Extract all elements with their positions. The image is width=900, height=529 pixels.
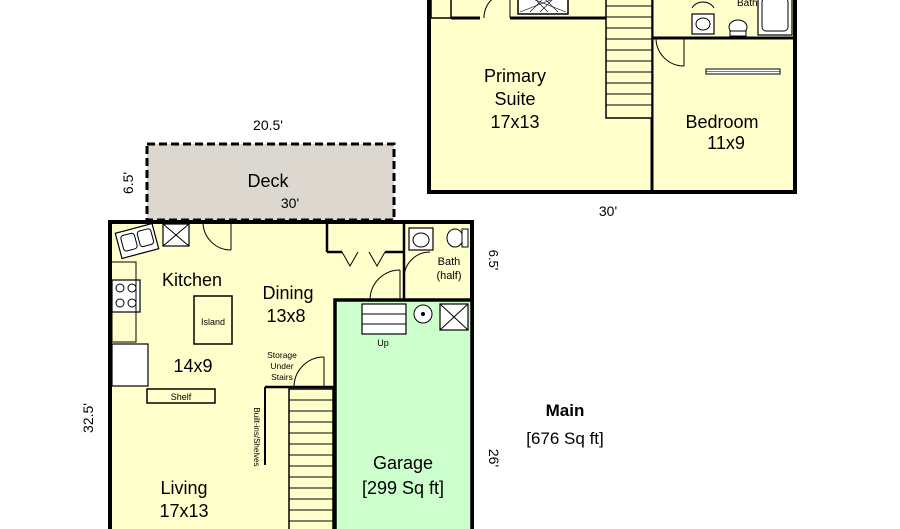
bath-side-dimension: 6.5' <box>486 250 501 271</box>
island-label: Island <box>201 317 225 327</box>
shelf-label: Shelf <box>171 392 192 402</box>
upper-width-dimension: 30' <box>599 203 617 219</box>
half-bath-toilet-icon <box>446 228 464 248</box>
main-stairs <box>288 388 334 529</box>
deck-depth-dimension: 6.5' <box>120 172 136 194</box>
garage <box>333 298 474 529</box>
kitchen-label: Kitchen <box>162 270 222 290</box>
storage-door <box>293 356 325 388</box>
garage-side-dimension: 26' <box>486 449 502 467</box>
shelf <box>146 388 216 404</box>
upper-bath-label: Bath <box>737 0 758 9</box>
deck-width-dimension: 20.5' <box>253 117 283 133</box>
stove-icon <box>111 279 141 313</box>
garage-area: [299 Sq ft] <box>362 478 444 498</box>
storage-label-3: Stairs <box>271 372 293 382</box>
deck-inner-dimension: 30' <box>281 195 299 211</box>
bathtub-icon <box>757 0 793 36</box>
dining-size: 13x8 <box>266 306 305 326</box>
garage-entry-door <box>369 269 401 301</box>
bedroom-size: 11x9 <box>707 133 745 153</box>
floor-title: Main <box>546 401 585 420</box>
floor-area: [676 Sq ft] <box>526 429 604 448</box>
primary-suite-label-1: Primary <box>484 66 546 86</box>
deck-label: Deck <box>247 171 289 191</box>
storage-label-1: Storage <box>267 350 297 360</box>
kitchen-sink-icon <box>114 222 160 260</box>
bedroom-label: Bedroom <box>685 112 758 132</box>
refrigerator-icon <box>111 343 149 387</box>
upper-floor: Bath Primary Suite 17x13 Bedroom 11x9 30… <box>427 0 797 219</box>
living-label: Living <box>160 478 207 498</box>
built-ins-label: Built-ins/Shelves <box>252 407 261 466</box>
sink-icon <box>691 13 715 35</box>
main-floor: 20.5' 6.5' Deck 30' Bath (half) 6.5' <box>80 117 604 529</box>
upper-closet <box>430 0 606 20</box>
up-label: Up <box>377 338 389 348</box>
deck-door <box>202 221 232 251</box>
half-bath-label-1: Bath <box>438 256 461 268</box>
dining-label: Dining <box>262 283 313 303</box>
storage-label-2: Under <box>270 361 293 371</box>
primary-suite-size: 17x13 <box>490 112 539 132</box>
upper-bath: Bath <box>652 0 795 75</box>
upper-stairs <box>605 0 653 119</box>
garage-steps <box>361 303 407 335</box>
kitchen-island <box>193 295 233 345</box>
kitchen-size: 14x9 <box>173 356 212 376</box>
garage-label: Garage <box>373 453 433 473</box>
primary-suite-label-2: Suite <box>494 89 535 109</box>
living-size: 17x13 <box>159 501 208 521</box>
half-bath-door <box>403 251 431 279</box>
half-bath-label-2: (half) <box>436 270 461 282</box>
left-height-dimension: 32.5' <box>80 403 96 433</box>
deck <box>145 142 396 222</box>
